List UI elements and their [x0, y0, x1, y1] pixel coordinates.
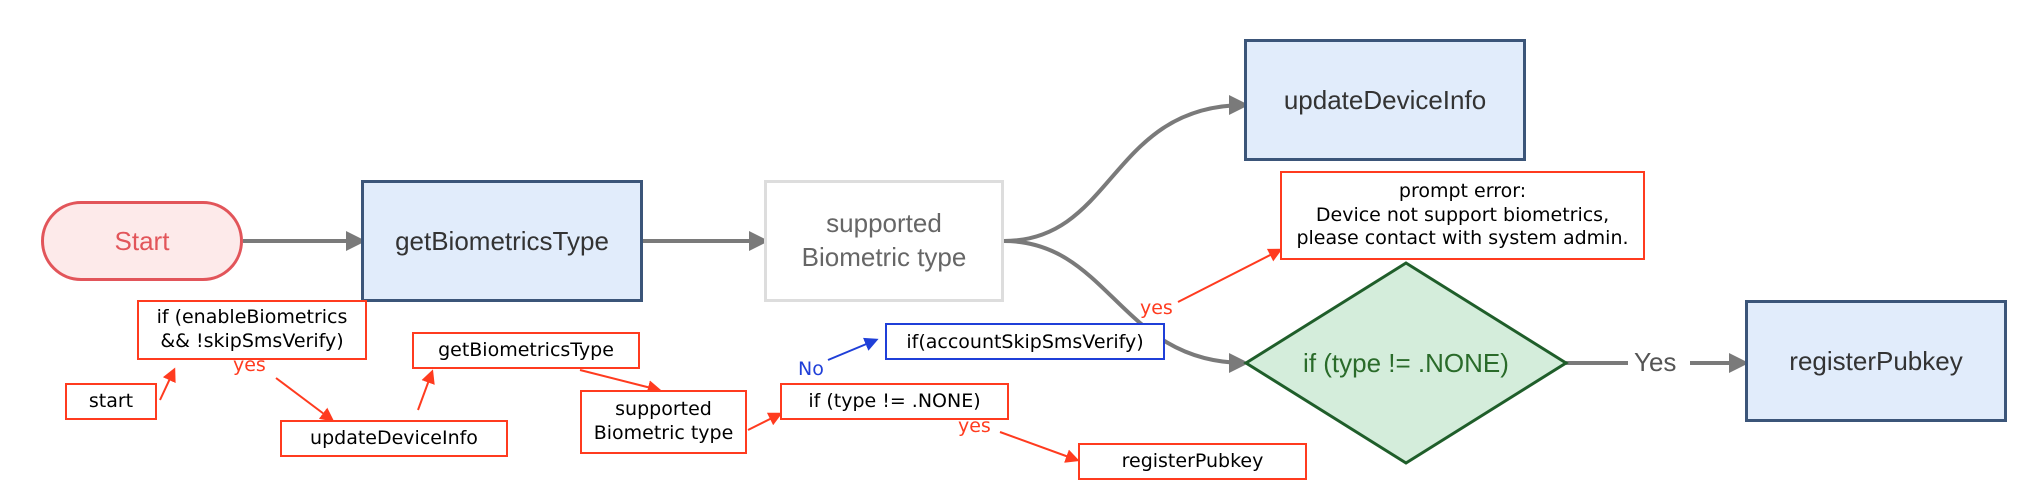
yes-connector-label: Yes: [1630, 347, 1681, 378]
annotation-type-check: if (type != .NONE): [780, 383, 1009, 420]
annotation-arrow-update-to-get: [417, 369, 435, 411]
start-node-label: Start: [114, 225, 170, 256]
connector-supported-to-update: [1003, 95, 1249, 243]
start-node: Start: [41, 201, 243, 281]
annotation-arrow-yes-to-error: [1177, 248, 1283, 303]
annotation-account-skip-sms-verify: if(accountSkipSmsVerify): [885, 323, 1165, 360]
update-device-info-label: updateDeviceInfo: [1283, 84, 1487, 115]
annotation-arrow-if-to-update: [275, 377, 335, 422]
annotation-get-biometrics-type: getBiometricsType: [412, 332, 640, 369]
annotation-enable-biometrics-check: if (enableBiometrics && !skipSmsVerify): [137, 300, 367, 360]
annotation-yes-label-2: yes: [958, 415, 991, 437]
get-biometrics-type-node: getBiometricsType: [361, 180, 643, 302]
decision-label: if (type != .NONE): [1303, 347, 1509, 378]
annotation-arrow-get-to-supported: [579, 369, 662, 395]
annotation-yes-label-1: yes: [233, 354, 266, 376]
annotation-arrow-supported-to-typecheck: [747, 412, 783, 431]
annotation-arrow-start-to-if: [159, 367, 176, 401]
annotation-yes-label-3: yes: [1140, 297, 1173, 319]
get-biometrics-type-label: getBiometricsType: [395, 225, 609, 256]
register-pubkey-node: registerPubkey: [1745, 300, 2007, 422]
connector-supported-to-decision: [1003, 239, 1249, 373]
supported-biometric-type-label: supported Biometric type: [801, 208, 967, 272]
annotation-update-device-info: updateDeviceInfo: [280, 420, 508, 457]
supported-biometric-type-node: supported Biometric type: [764, 180, 1004, 302]
annotation-arrow-no-to-skip: [827, 337, 879, 361]
annotation-prompt-error: prompt error: Device not support biometr…: [1280, 171, 1645, 260]
update-device-info-node: updateDeviceInfo: [1244, 39, 1526, 161]
annotation-supported-biometric-type: supported Biometric type: [580, 390, 747, 454]
annotation-register-pubkey: registerPubkey: [1078, 443, 1307, 480]
decision-diamond: [1243, 261, 1569, 465]
annotation-arrow-typecheck-to-register: [999, 431, 1080, 463]
register-pubkey-label: registerPubkey: [1789, 345, 1963, 376]
annotation-start: start: [65, 383, 157, 420]
annotation-no-label: No: [798, 358, 824, 380]
